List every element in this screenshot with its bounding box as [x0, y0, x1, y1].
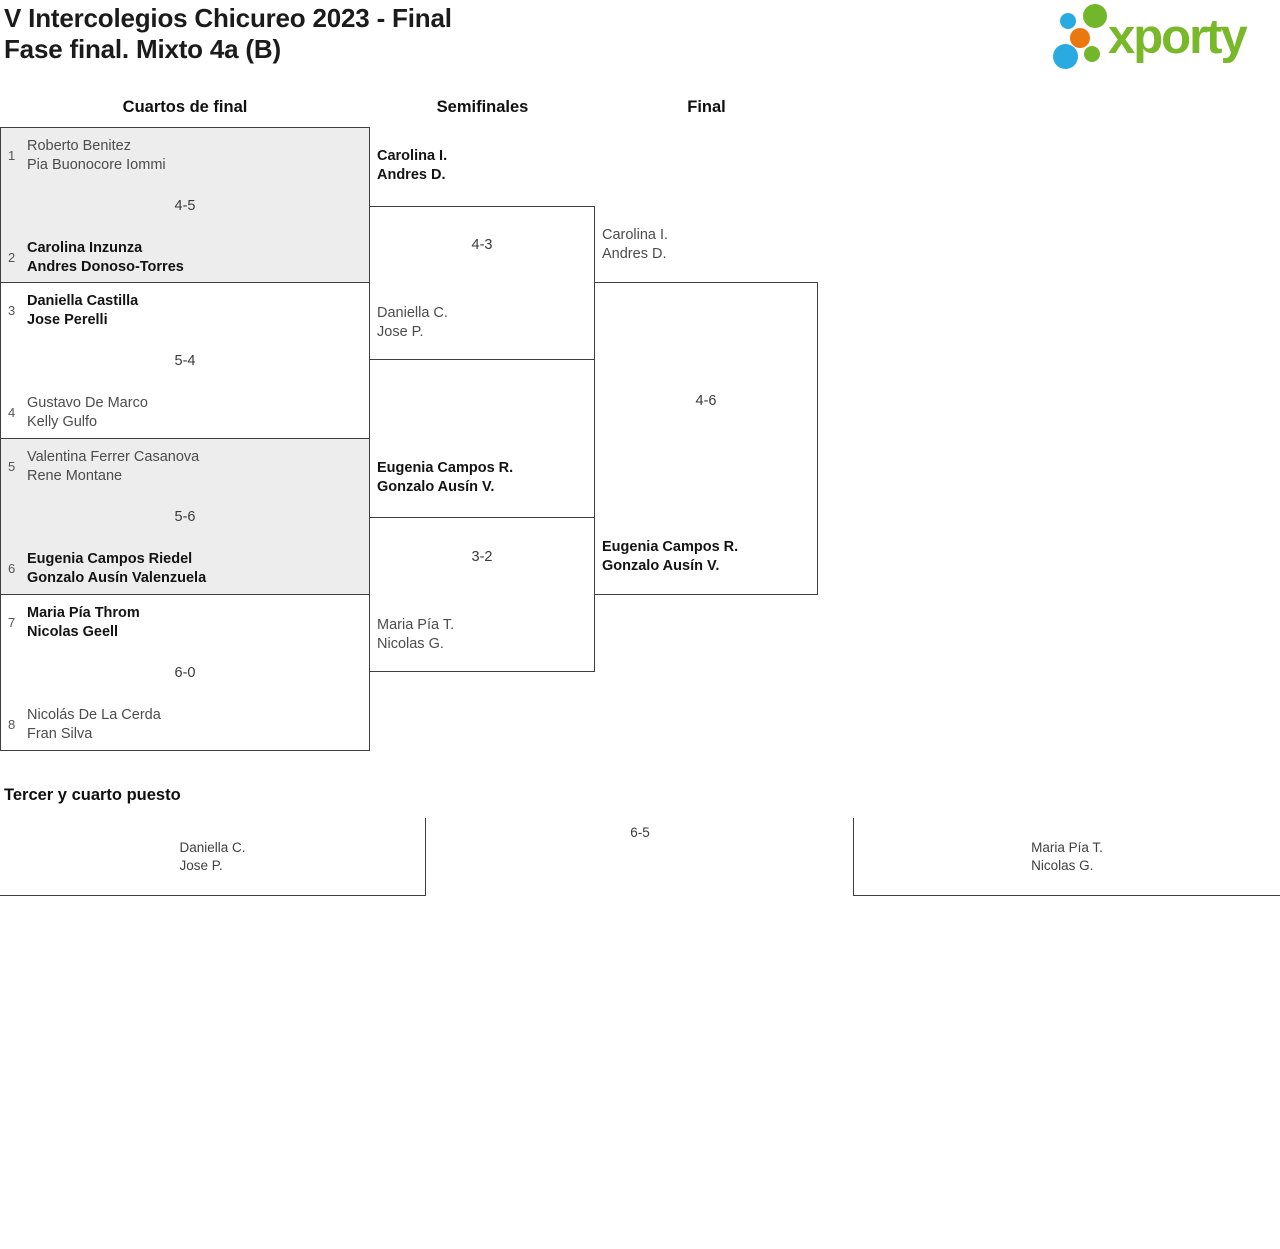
sf2-score: 3-2 — [471, 549, 493, 565]
sf1-team-top: Carolina I. Andres D. — [377, 147, 447, 184]
qf3-team-top: Valentina Ferrer Casanova Rene Montane — [27, 448, 199, 485]
qf2-team-top-player2: Jose Perelli — [27, 311, 108, 328]
xporty-logo[interactable]: xporty — [1045, 0, 1280, 75]
qf1-team-top-player1: Roberto Benitez — [27, 138, 131, 154]
qf-match-1[interactable]: 1 Roberto Benitez Pia Buonocore Iommi 4-… — [0, 127, 370, 283]
round-header-final: Final — [687, 98, 726, 116]
qf1-seed-bottom: 2 — [8, 250, 16, 265]
logo-wordmark: xporty — [1108, 10, 1248, 64]
final-score: 4-6 — [695, 393, 717, 409]
qf4-team-bottom-player2: Fran Silva — [27, 725, 93, 742]
qf3-team-top-player2: Rene Montane — [27, 467, 123, 484]
final-team-top: Carolina I. Andres D. — [602, 226, 668, 263]
qf4-score: 6-0 — [174, 665, 196, 681]
page-title: V Intercolegios Chicureo 2023 - Final Fa… — [4, 3, 452, 65]
qf3-team-bottom-player1: Eugenia Campos Riedel — [27, 551, 193, 567]
sf2-team-top-player2: Gonzalo Ausín V. — [377, 478, 495, 495]
third-place-team-left-player1: Daniella C. — [179, 840, 246, 855]
sf2-team-bottom-player2: Nicolas G. — [377, 635, 444, 652]
final-team-bottom-player2: Gonzalo Ausín V. — [602, 557, 720, 574]
logo-dot-green-small-icon — [1084, 46, 1100, 62]
sf1-team-top-player2: Andres D. — [377, 166, 446, 183]
sf1-team-bottom-player1: Daniella C. — [377, 305, 448, 321]
qf-match-3[interactable]: 5 Valentina Ferrer Casanova Rene Montane… — [0, 438, 370, 595]
qf3-team-top-player1: Valentina Ferrer Casanova — [27, 449, 200, 465]
logo-dot-orange-icon — [1070, 28, 1090, 48]
qf3-team-bottom: Eugenia Campos Riedel Gonzalo Ausín Vale… — [27, 550, 206, 587]
third-place-match-right[interactable]: Maria Pía T. Nicolas G. — [853, 818, 1280, 896]
final-team-top-player2: Andres D. — [602, 245, 667, 262]
qf4-team-top-player2: Nicolas Geell — [27, 623, 119, 640]
third-place-team-left-player2: Jose P. — [179, 857, 223, 873]
final-match[interactable] — [594, 282, 818, 595]
sf2-team-bottom: Maria Pía T. Nicolas G. — [377, 616, 454, 653]
qf1-team-bottom: Carolina Inzunza Andres Donoso-Torres — [27, 239, 184, 276]
third-place-team-right-player2: Nicolas G. — [1031, 857, 1094, 873]
sf2-team-top: Eugenia Campos R. Gonzalo Ausín V. — [377, 459, 513, 496]
qf4-seed-bottom: 8 — [8, 717, 16, 732]
sf1-team-top-player1: Carolina I. — [377, 148, 448, 164]
qf2-team-top-player1: Daniella Castilla — [27, 293, 139, 309]
qf4-team-bottom: Nicolás De La Cerda Fran Silva — [27, 706, 161, 743]
logo-dot-blue-small-icon — [1060, 13, 1076, 29]
qf2-team-top: Daniella Castilla Jose Perelli — [27, 292, 138, 329]
tournament-title: V Intercolegios Chicureo 2023 - Final — [4, 3, 452, 33]
qf2-team-bottom-player1: Gustavo De Marco — [27, 395, 148, 411]
qf-match-4[interactable]: 7 Maria Pía Throm Nicolas Geell 6-0 8 Ni… — [0, 594, 370, 751]
qf2-seed-top: 3 — [8, 303, 16, 318]
qf1-team-top: Roberto Benitez Pia Buonocore Iommi — [27, 137, 166, 174]
logo-dot-blue-large-icon — [1053, 44, 1078, 69]
qf2-team-bottom: Gustavo De Marco Kelly Gulfo — [27, 394, 148, 431]
qf1-team-bottom-player1: Carolina Inzunza — [27, 240, 143, 256]
phase-title: Fase final. Mixto 4a (B) — [4, 34, 281, 64]
round-header-quarterfinals: Cuartos de final — [122, 98, 248, 116]
third-place-team-right: Maria Pía T. Nicolas G. — [1031, 839, 1103, 874]
qf1-seed-top: 1 — [8, 148, 16, 163]
sf2-team-bottom-player1: Maria Pía T. — [377, 617, 455, 633]
final-team-bottom: Eugenia Campos R. Gonzalo Ausín V. — [602, 538, 738, 575]
qf1-team-bottom-player2: Andres Donoso-Torres — [27, 258, 184, 275]
qf4-seed-top: 7 — [8, 615, 16, 630]
qf4-team-top-player1: Maria Pía Throm — [27, 605, 140, 621]
logo-dot-green-large-icon — [1083, 4, 1107, 28]
sf1-score: 4-3 — [471, 237, 493, 253]
qf3-score: 5-6 — [174, 509, 196, 525]
qf3-seed-bottom: 6 — [8, 561, 16, 576]
sf2-team-top-player1: Eugenia Campos R. — [377, 460, 514, 476]
qf1-score: 4-5 — [174, 198, 196, 214]
qf4-team-bottom-player1: Nicolás De La Cerda — [27, 707, 161, 723]
third-place-team-right-player1: Maria Pía T. — [1031, 840, 1103, 855]
qf2-team-bottom-player2: Kelly Gulfo — [27, 413, 98, 430]
qf2-score: 5-4 — [174, 353, 196, 369]
third-place-heading: Tercer y cuarto puesto — [4, 786, 181, 804]
sf1-team-bottom: Daniella C. Jose P. — [377, 304, 448, 341]
qf-match-2[interactable]: 3 Daniella Castilla Jose Perelli 5-4 4 G… — [0, 282, 370, 439]
qf3-seed-top: 5 — [8, 459, 16, 474]
third-place-score: 6-5 — [630, 825, 650, 840]
third-place-team-left: Daniella C. Jose P. — [179, 839, 245, 874]
third-place-match-left[interactable]: Daniella C. Jose P. — [0, 818, 426, 896]
sf1-team-bottom-player2: Jose P. — [377, 323, 424, 340]
final-team-top-player1: Carolina I. — [602, 227, 669, 243]
qf3-team-bottom-player2: Gonzalo Ausín Valenzuela — [27, 569, 207, 586]
qf1-team-top-player2: Pia Buonocore Iommi — [27, 156, 166, 173]
qf4-team-top: Maria Pía Throm Nicolas Geell — [27, 604, 140, 641]
round-header-semifinals: Semifinales — [436, 98, 529, 116]
final-team-bottom-player1: Eugenia Campos R. — [602, 539, 739, 555]
qf2-seed-bottom: 4 — [8, 405, 16, 420]
